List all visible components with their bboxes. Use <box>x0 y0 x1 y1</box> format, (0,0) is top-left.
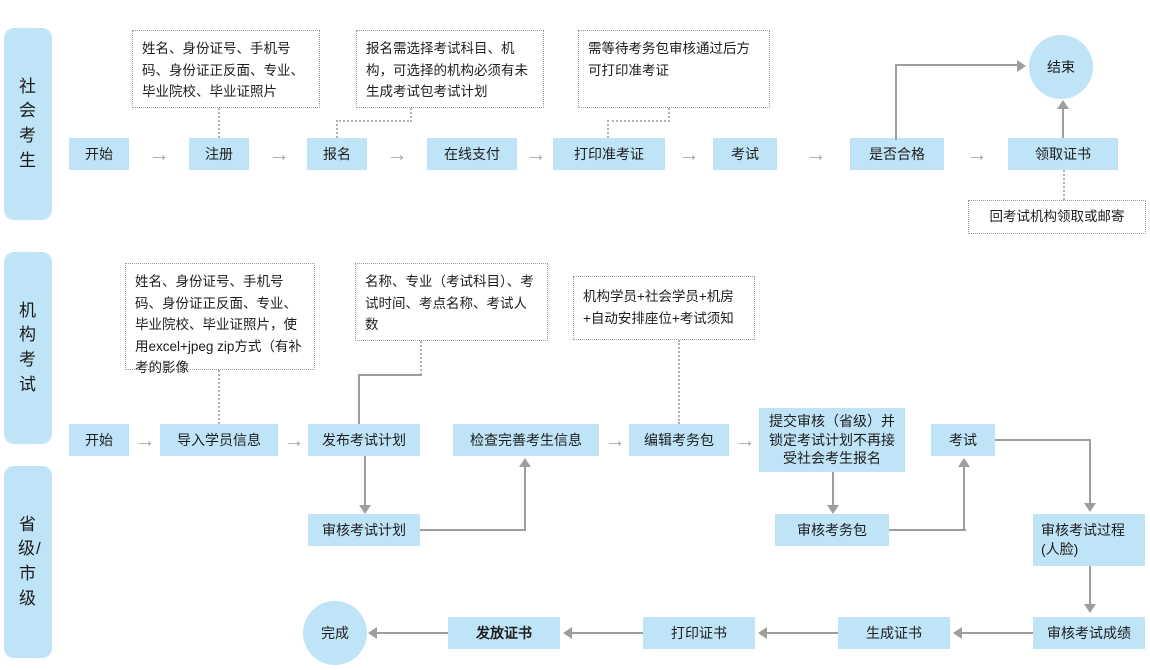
node-end[interactable]: 结束 <box>1029 35 1093 99</box>
arrow-edit-to-submit-icon: → <box>734 428 756 452</box>
dotted-connector-register <box>218 108 220 138</box>
note-register-fields: 姓名、身份证号、手机号码、身份证正反面、专业、毕业院校、毕业证照片 <box>132 30 320 108</box>
node-print-certificate[interactable]: 打印证书 <box>643 617 755 649</box>
dotted-connector-ticket-seg3 <box>607 120 609 138</box>
dotted-connector-signup-seg2 <box>336 120 412 122</box>
note-package-fields: 机构学员+社会学员+机房+自动安排座位+考试须知 <box>573 276 755 340</box>
lane-social-candidate-label: 社会考生 <box>19 76 37 170</box>
node-online-payment[interactable]: 在线支付 <box>427 138 517 170</box>
lane-province-city: 省级/市级 <box>4 466 52 658</box>
arrowhead-score-to-generate <box>953 627 962 639</box>
arrowhead-issue-to-finish <box>368 627 377 639</box>
arrow-register-to-signup-icon: → <box>268 142 290 166</box>
connector-review-package-to-exam-horizontal <box>889 529 966 531</box>
connector-plan-elbow-horizontal <box>358 374 422 376</box>
arrow-payment-to-ticket-icon: → <box>525 142 547 166</box>
node-signup[interactable]: 报名 <box>307 138 367 170</box>
arrowhead-review-plan-to-check <box>519 458 531 467</box>
note-plan-fields: 名称、专业（考试科目）、考试时间、考点名称、考试人数 <box>355 263 548 341</box>
node-check-candidate-info[interactable]: 检查完善考生信息 <box>453 424 599 456</box>
node-publish-exam-plan[interactable]: 发布考试计划 <box>308 424 420 456</box>
node-review-exam-process[interactable]: 审核考试过程 (人脸) <box>1033 514 1145 566</box>
dotted-connector-plan-seg1 <box>420 341 422 375</box>
node-receive-certificate[interactable]: 领取证书 <box>1008 138 1118 170</box>
node-register[interactable]: 注册 <box>189 138 249 170</box>
node-review-exam-score[interactable]: 审核考试成绩 <box>1033 617 1145 649</box>
dotted-connector-signup-seg1 <box>410 108 412 122</box>
node-start[interactable]: 开始 <box>69 138 129 170</box>
note-ticket-rules: 需等待考务包审核通过后方可打印准考证 <box>578 30 770 108</box>
arrow-exam-to-qualified-icon: → <box>805 142 827 166</box>
dotted-connector-ticket-seg1 <box>668 108 670 122</box>
dotted-connector-cert-pickup <box>1063 170 1065 200</box>
node-print-admission-ticket[interactable]: 打印准考证 <box>553 138 665 170</box>
note-cert-pickup: 回考试机构领取或邮寄 <box>968 200 1146 234</box>
lane-institution-exam-label: 机构考试 <box>19 300 37 394</box>
node-issue-certificate[interactable]: 发放证书 <box>448 617 560 649</box>
dotted-connector-import <box>218 370 220 424</box>
arrow-import-to-publish-icon: → <box>283 428 305 452</box>
arrowhead-qualified-to-end <box>1017 60 1026 72</box>
connector-issue-to-finish <box>377 632 448 634</box>
connector-review-plan-to-check-vertical <box>524 466 526 530</box>
dotted-connector-ticket-seg2 <box>607 120 670 122</box>
lane-institution-exam: 机构考试 <box>4 252 52 444</box>
connector-print-to-issue <box>572 632 643 634</box>
arrow-check-to-edit-icon: → <box>604 428 626 452</box>
arrowhead-review-package-to-exam <box>958 458 970 467</box>
arrow-start-to-register-icon: → <box>148 142 170 166</box>
node-finish[interactable]: 完成 <box>303 601 367 665</box>
connector-score-to-generate <box>962 632 1033 634</box>
arrowhead-generate-to-print <box>758 627 767 639</box>
node-review-exam-package[interactable]: 审核考务包 <box>775 514 889 546</box>
note-import-fields: 姓名、身份证号、手机号码、身份证正反面、专业、毕业院校、毕业证照片，使用exce… <box>125 263 315 375</box>
arrow-start2-to-import-icon: → <box>134 428 156 452</box>
arrowhead-review-process-to-score <box>1084 604 1096 613</box>
arrowhead-print-to-issue <box>563 627 572 639</box>
arrowhead-submit-to-review-package <box>827 505 839 514</box>
connector-review-package-to-exam-vertical <box>963 466 965 530</box>
node-generate-certificate[interactable]: 生成证书 <box>838 617 950 649</box>
connector-qualified-to-end-horizontal <box>895 64 1017 66</box>
connector-exam2-to-review-process-vertical <box>1089 439 1091 507</box>
arrow-qualified-to-receive-icon: → <box>966 142 988 166</box>
node-start-2[interactable]: 开始 <box>69 424 129 456</box>
dotted-connector-signup-seg3 <box>336 120 338 138</box>
node-import-student-info[interactable]: 导入学员信息 <box>160 424 278 456</box>
dotted-connector-package <box>678 340 680 424</box>
connector-generate-to-print <box>767 632 838 634</box>
arrowhead-publish-to-review-plan <box>359 505 371 514</box>
connector-exam2-to-review-process-horizontal <box>995 439 1091 441</box>
connector-plan-elbow-vertical <box>358 374 360 424</box>
arrowhead-receive-to-end <box>1057 100 1069 109</box>
lane-social-candidate: 社会考生 <box>4 28 52 220</box>
arrow-signup-to-payment-icon: → <box>386 142 408 166</box>
connector-publish-to-review-plan <box>364 456 366 509</box>
connector-review-plan-to-check-horizontal <box>420 529 526 531</box>
node-exam-2[interactable]: 考试 <box>931 424 995 456</box>
arrow-ticket-to-exam-icon: → <box>678 142 700 166</box>
node-submit-review-lock[interactable]: 提交审核（省级）并锁定考试计划不再接受社会考生报名 <box>759 408 905 472</box>
connector-review-process-to-score <box>1089 566 1091 608</box>
connector-qualified-to-end-vertical <box>895 64 897 140</box>
lane-province-city-label: 省级/市级 <box>18 514 42 608</box>
node-exam[interactable]: 考试 <box>713 138 777 170</box>
node-is-qualified[interactable]: 是否合格 <box>850 138 944 170</box>
arrowhead-exam2-to-review-process <box>1084 503 1096 512</box>
connector-receive-to-end-vertical <box>1062 108 1064 138</box>
node-edit-exam-package[interactable]: 编辑考务包 <box>629 424 729 456</box>
connector-submit-to-review-package <box>832 472 834 509</box>
node-review-exam-plan[interactable]: 审核考试计划 <box>308 514 420 546</box>
note-signup-rules: 报名需选择考试科目、机构，可选择的机构必须有未生成考试包考试计划 <box>356 30 544 108</box>
